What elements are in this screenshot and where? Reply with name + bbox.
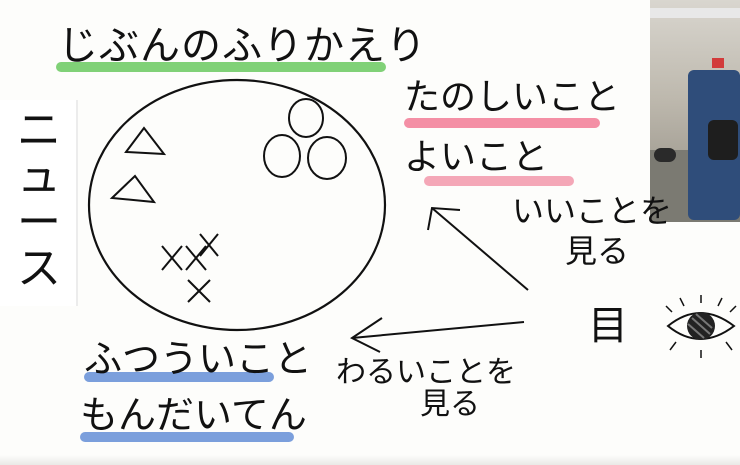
- background-photo: [650, 0, 740, 222]
- pink-highlight-2: [424, 176, 574, 186]
- circle-mark-3: [307, 136, 347, 180]
- news-char-4: ス: [17, 243, 61, 294]
- eye-label: 目: [588, 303, 628, 349]
- arrow-bad: [350, 317, 525, 353]
- photo-sticker: [712, 58, 724, 68]
- problem-points-label: もんだいてん: [80, 393, 307, 437]
- news-char-1: ニ: [17, 105, 61, 156]
- photo-table: [650, 8, 740, 18]
- look-good-label-line2: 見る: [565, 232, 630, 270]
- photo-shoe: [654, 148, 676, 162]
- green-highlight: [56, 62, 386, 72]
- blue-highlight-1: [84, 372, 274, 382]
- look-good-label-line1: いいことを: [512, 192, 673, 230]
- normal-things-label: ふつういこと: [84, 337, 313, 381]
- side-tab: [0, 100, 76, 306]
- good-things-label-2: よいこと: [404, 137, 549, 178]
- eye-icon: [665, 295, 737, 358]
- triangle-mark-1: [124, 126, 167, 156]
- pink-highlight-1: [404, 118, 600, 128]
- news-vertical-label: ニ ュ ー ス: [14, 108, 64, 292]
- worksheet-title: じぶんのふりかえり: [58, 23, 427, 69]
- circle-mark-2: [263, 134, 301, 178]
- triangle-mark-2: [109, 174, 157, 204]
- cross-marks: [161, 233, 219, 303]
- blue-highlight-2: [80, 432, 294, 442]
- look-bad-label-line1: わるいことを: [336, 355, 516, 390]
- paper-bottom-edge: [0, 455, 740, 465]
- circle-mark-1: [288, 98, 324, 138]
- news-char-2: ュ: [17, 151, 61, 202]
- look-bad-label-line2: 見る: [420, 387, 480, 422]
- good-things-label: たのしいこと: [404, 77, 621, 118]
- arrow-good: [427, 206, 529, 291]
- big-circle: [87, 78, 387, 332]
- news-char-3: ー: [17, 197, 61, 248]
- photo-bag: [708, 120, 738, 160]
